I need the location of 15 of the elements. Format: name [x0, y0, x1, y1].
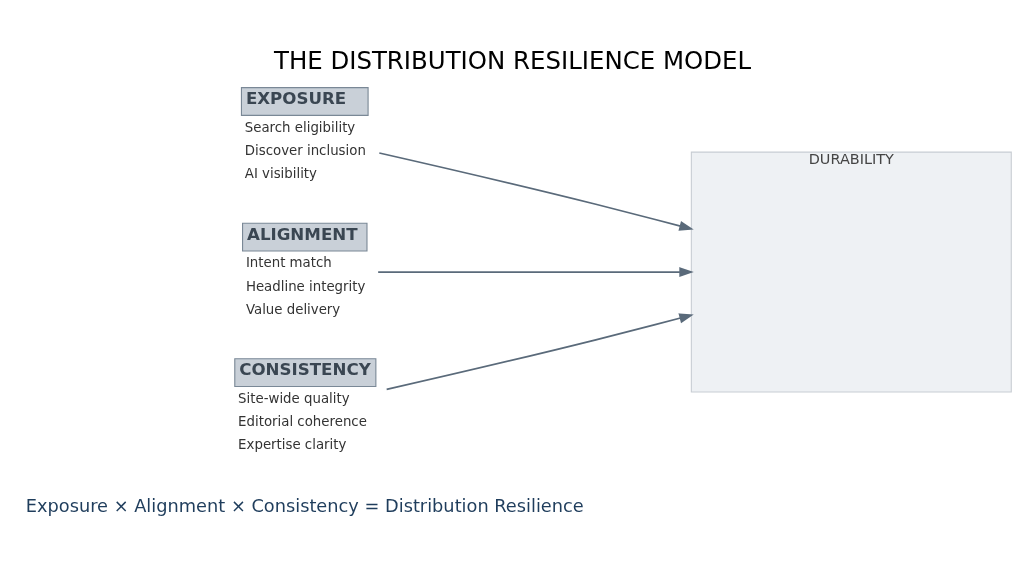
- node-label: Search eligibility: [244, 119, 355, 135]
- node-label: AI visibility: [244, 165, 317, 181]
- node-label: Value delivery: [245, 301, 340, 317]
- arrow: [376, 266, 694, 277]
- node-label: Headline integrity: [245, 278, 365, 293]
- arrow: [385, 312, 694, 390]
- node-label: Intent match: [245, 254, 332, 270]
- node-label: Editorial coherence: [237, 413, 367, 429]
- arrow: [377, 151, 694, 231]
- node-label: Site-wide quality: [237, 390, 350, 406]
- diagram-title: THE DISTRIBUTION RESILIENCE MODEL: [273, 45, 751, 75]
- node-label: Discover inclusion: [244, 142, 366, 158]
- label: Exposure × Alignment × Consistency = Distribution Resilience: [25, 495, 584, 516]
- node-box: DURABILITY: [690, 151, 1012, 393]
- node-label: Expertise clarity: [237, 436, 346, 452]
